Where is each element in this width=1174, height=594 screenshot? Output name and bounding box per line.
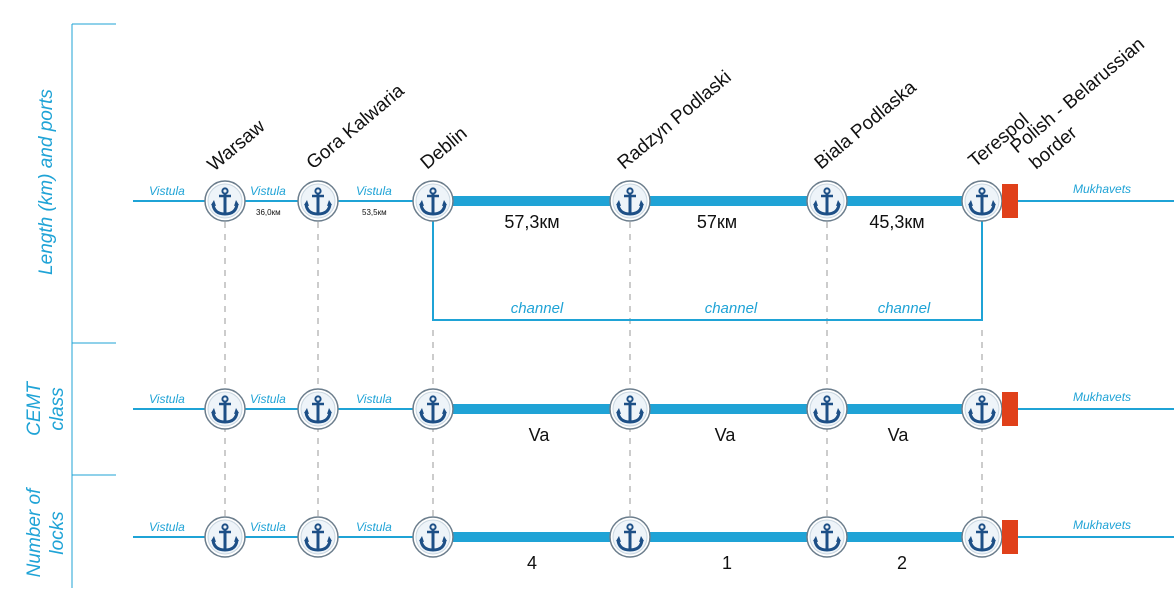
river-label-mukhavets: Mukhavets (1073, 182, 1131, 196)
anchor-icon (805, 179, 849, 223)
river-label-vistula: Vistula (356, 184, 392, 198)
river-label-mukhavets: Mukhavets (1073, 390, 1131, 404)
river-label-vistula: Vistula (250, 184, 286, 198)
city-label-gora-kalwaria: Gora Kalwaria (303, 80, 409, 174)
anchor-icon (203, 515, 247, 559)
river-label-vistula: Vistula (356, 520, 392, 534)
distance-gora-deblin: 53,5км (362, 208, 387, 217)
anchor-icon (805, 387, 849, 431)
channel-label-2: channel (705, 300, 758, 317)
row-length: Vistula Vistula Vistula Mukhavets 36,0км… (133, 179, 1174, 232)
anchor-icon (296, 387, 340, 431)
anchor-icon (960, 387, 1004, 431)
segment-locks-3: 2 (897, 553, 907, 573)
row-label-cemt-line1: CEMT (24, 381, 45, 436)
border-marker-icon (1002, 184, 1018, 218)
port-connectors (224, 222, 983, 516)
city-label-biala-podlaska: Biala Podlaska (811, 77, 921, 174)
anchor-icon (960, 179, 1004, 223)
segment-length-3: 45,3км (869, 212, 924, 232)
city-label-warsaw: Warsaw (204, 116, 270, 176)
river-label-vistula: Vistula (250, 520, 286, 534)
border-marker-icon (1002, 520, 1018, 554)
row-label-cemt-line2: class (47, 387, 68, 431)
anchor-icon (608, 387, 652, 431)
segment-cemt-3: Va (888, 425, 910, 445)
anchor-icon (203, 387, 247, 431)
channel-label-3: channel (878, 300, 931, 317)
segment-cemt-2: Va (715, 425, 737, 445)
river-label-vistula: Vistula (356, 392, 392, 406)
channel-label-1: channel (511, 300, 564, 317)
anchor-icon (608, 515, 652, 559)
river-label-vistula: Vistula (149, 392, 185, 406)
distance-warsaw-gora: 36,0км (256, 208, 281, 217)
segment-length-1: 57,3км (504, 212, 559, 232)
row-label-locks-line1: Number of (24, 487, 45, 577)
anchor-icon (960, 515, 1004, 559)
anchor-icon (805, 515, 849, 559)
row-locks: Vistula Vistula Vistula Mukhavets 4 1 2 (133, 515, 1174, 573)
city-label-deblin: Deblin (417, 123, 472, 174)
segment-cemt-1: Va (529, 425, 551, 445)
river-label-mukhavets: Mukhavets (1073, 518, 1131, 532)
row-label-locks-line2: locks (47, 511, 68, 555)
anchor-icon (296, 179, 340, 223)
river-label-vistula: Vistula (149, 520, 185, 534)
anchor-icon (411, 179, 455, 223)
anchor-icon (296, 515, 340, 559)
anchor-icon (411, 515, 455, 559)
border-marker-icon (1002, 392, 1018, 426)
river-label-vistula: Vistula (149, 184, 185, 198)
river-label-vistula: Vistula (250, 392, 286, 406)
anchor-icon (203, 179, 247, 223)
anchor-icon (411, 387, 455, 431)
segment-locks-2: 1 (722, 553, 732, 573)
segment-locks-1: 4 (527, 553, 537, 573)
city-label-radzyn-podlaski: Radzyn Podlaski (614, 67, 736, 174)
row-label-length: Length (km) and ports (36, 89, 57, 275)
channel-line (432, 220, 983, 321)
row-cemt: Vistula Vistula Vistula Mukhavets Va Va … (133, 387, 1174, 445)
segment-length-2: 57км (697, 212, 737, 232)
anchor-icon (608, 179, 652, 223)
row-bracket (71, 23, 116, 588)
